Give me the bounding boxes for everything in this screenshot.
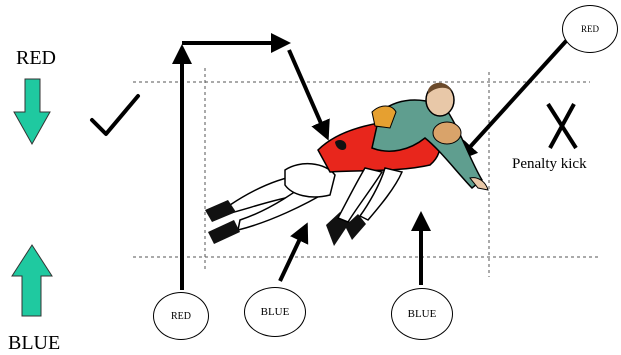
blue-bubble-text: BLUE [261, 306, 290, 318]
red-bubble-text: RED [581, 24, 599, 34]
cross-icon [548, 104, 576, 148]
blue-bubble-text: BLUE [408, 308, 437, 320]
red-bubble-text: RED [171, 311, 191, 322]
red-top-arrow [460, 40, 567, 158]
blue-player-bubble-right: BLUE [391, 288, 453, 340]
red-player-bubble-top: RED [562, 5, 618, 53]
red-team-label: RED [16, 48, 56, 68]
blue-team-label: BLUE [8, 333, 60, 353]
red-player-bubble-bottom: RED [153, 292, 209, 340]
penalty-kick-label: Penalty kick [512, 156, 587, 173]
blue-direction-arrow [12, 245, 52, 316]
blue-player-bubble-left: BLUE [244, 287, 306, 337]
tackle-illustration [205, 83, 488, 246]
blue-left-arrow [280, 226, 306, 281]
check-icon [92, 96, 138, 134]
red-direction-arrow [14, 79, 50, 144]
red-path-diagonal-arrow [289, 50, 327, 137]
